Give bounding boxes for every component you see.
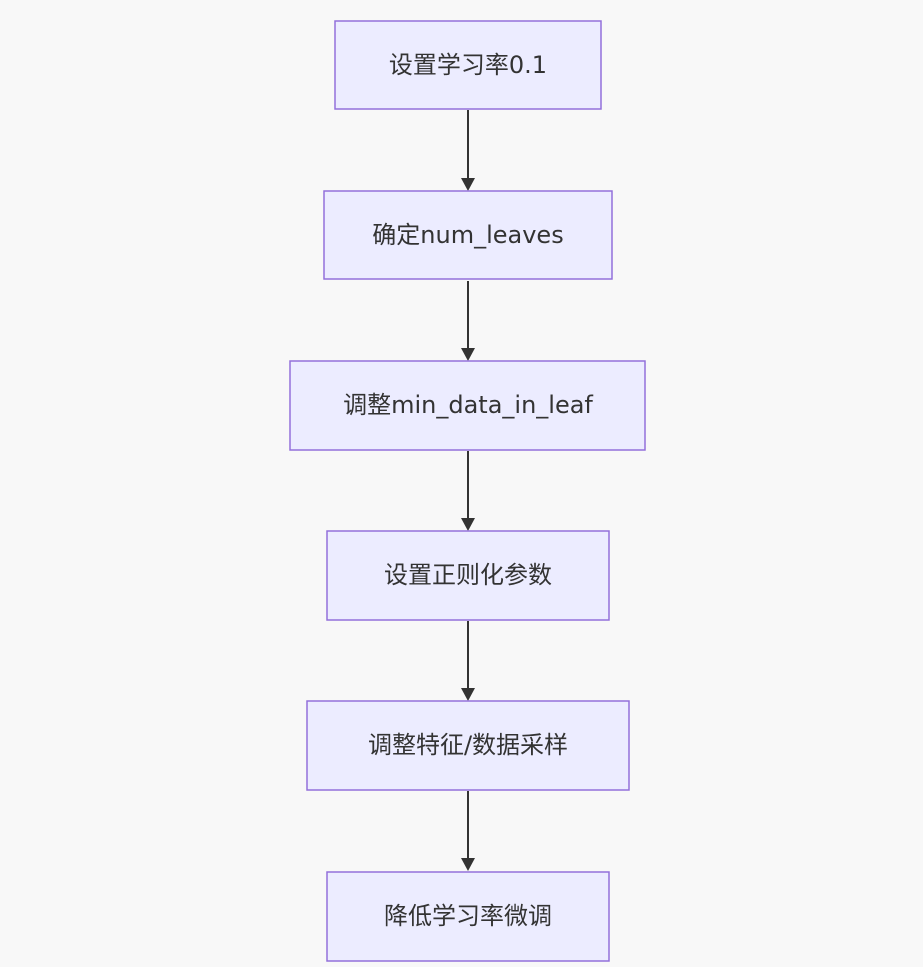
flow-node-sampling: 调整特征/数据采样 bbox=[306, 700, 630, 791]
flow-node-label: 调整特征/数据采样 bbox=[368, 731, 568, 759]
edge-n5-n6 bbox=[461, 791, 475, 871]
flow-node-num-leaves: 确定num_leaves bbox=[323, 190, 613, 280]
edges bbox=[461, 110, 475, 871]
edge-n4-n5 bbox=[461, 621, 475, 701]
flow-node-set-learning-rate: 设置学习率0.1 bbox=[334, 20, 602, 110]
flow-node-label: 调整min_data_in_leaf bbox=[343, 391, 593, 419]
flow-node-label: 降低学习率微调 bbox=[384, 902, 552, 930]
flow-node-fine-tune: 降低学习率微调 bbox=[326, 871, 610, 962]
edge-n2-n3 bbox=[461, 281, 475, 361]
edge-n1-n2 bbox=[461, 110, 475, 191]
flow-node-min-data-in-leaf: 调整min_data_in_leaf bbox=[289, 360, 646, 451]
flow-node-label: 设置正则化参数 bbox=[384, 561, 552, 589]
flow-node-label: 确定num_leaves bbox=[372, 221, 563, 249]
flow-node-regularization: 设置正则化参数 bbox=[326, 530, 610, 621]
edge-n3-n4 bbox=[461, 451, 475, 531]
flow-node-label: 设置学习率0.1 bbox=[389, 51, 547, 79]
